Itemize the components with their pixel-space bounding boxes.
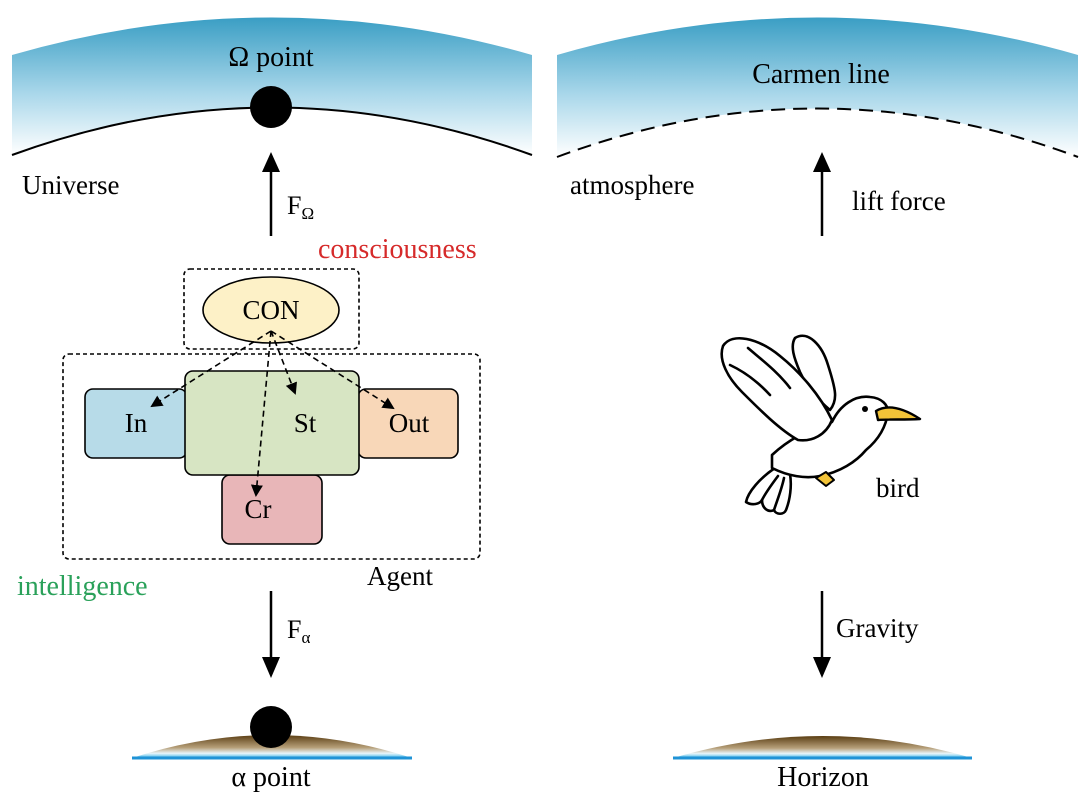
universe-label: Universe (22, 170, 119, 200)
st-label: St (294, 408, 317, 438)
f-omega-label: FΩ (287, 191, 314, 223)
gravity-label: Gravity (836, 613, 919, 643)
consciousness-box (183, 268, 360, 350)
horizon-ground-mound (673, 736, 972, 758)
carmen-line-label: Carmen line (752, 59, 890, 90)
out-label: Out (389, 408, 430, 438)
bird-feet (815, 471, 835, 487)
bird-beak (874, 406, 922, 422)
bird-eye (862, 406, 868, 412)
bird-front-wing (720, 337, 834, 442)
omega-point-label: Ω point (228, 42, 314, 73)
con-to-st-arrow (270, 330, 297, 395)
agent-label: Agent (367, 561, 433, 591)
st-module (184, 370, 360, 476)
cr-label: Cr (245, 494, 272, 524)
lift-force-arrowhead (813, 152, 831, 172)
cr-module (221, 474, 323, 545)
alpha-point-marker (250, 706, 292, 748)
alpha-point-label: α point (231, 762, 310, 793)
omega-point-marker (250, 86, 292, 128)
con-to-out-arrow (270, 330, 395, 410)
gravity-arrowhead (813, 657, 831, 678)
horizon-label: Horizon (777, 762, 869, 793)
in-label: In (125, 408, 148, 438)
f-alpha-sub: α (301, 628, 310, 647)
f-omega-base: F (287, 191, 301, 220)
con-ellipse (202, 276, 340, 344)
con-dashed-arrows (150, 330, 395, 497)
left-panel: Ω point Universe FΩ consciousness CON In… (11, 17, 533, 793)
consciousness-label: consciousness (318, 234, 477, 265)
lift-force-label: lift force (852, 186, 946, 216)
f-omega-sub: Ω (301, 204, 314, 223)
con-to-cr-arrow (250, 330, 272, 497)
bird-label: bird (876, 473, 920, 503)
con-label: CON (242, 295, 299, 325)
bird-icon (720, 334, 890, 516)
intelligence-label: intelligence (17, 571, 148, 602)
agent-box (62, 353, 481, 560)
f-alpha-base: F (287, 615, 301, 644)
carmen-line (556, 107, 1079, 158)
con-to-in-arrow (150, 330, 272, 408)
atmosphere-label: atmosphere (570, 170, 694, 200)
right-panel: Carmen line atmosphere lift force (556, 17, 1079, 793)
bird-back-wing (791, 334, 837, 412)
f-alpha-arrowhead (262, 657, 280, 678)
atmosphere-sky-dome (557, 17, 1078, 157)
f-alpha-label: Fα (287, 615, 310, 647)
f-omega-arrowhead (262, 152, 280, 172)
